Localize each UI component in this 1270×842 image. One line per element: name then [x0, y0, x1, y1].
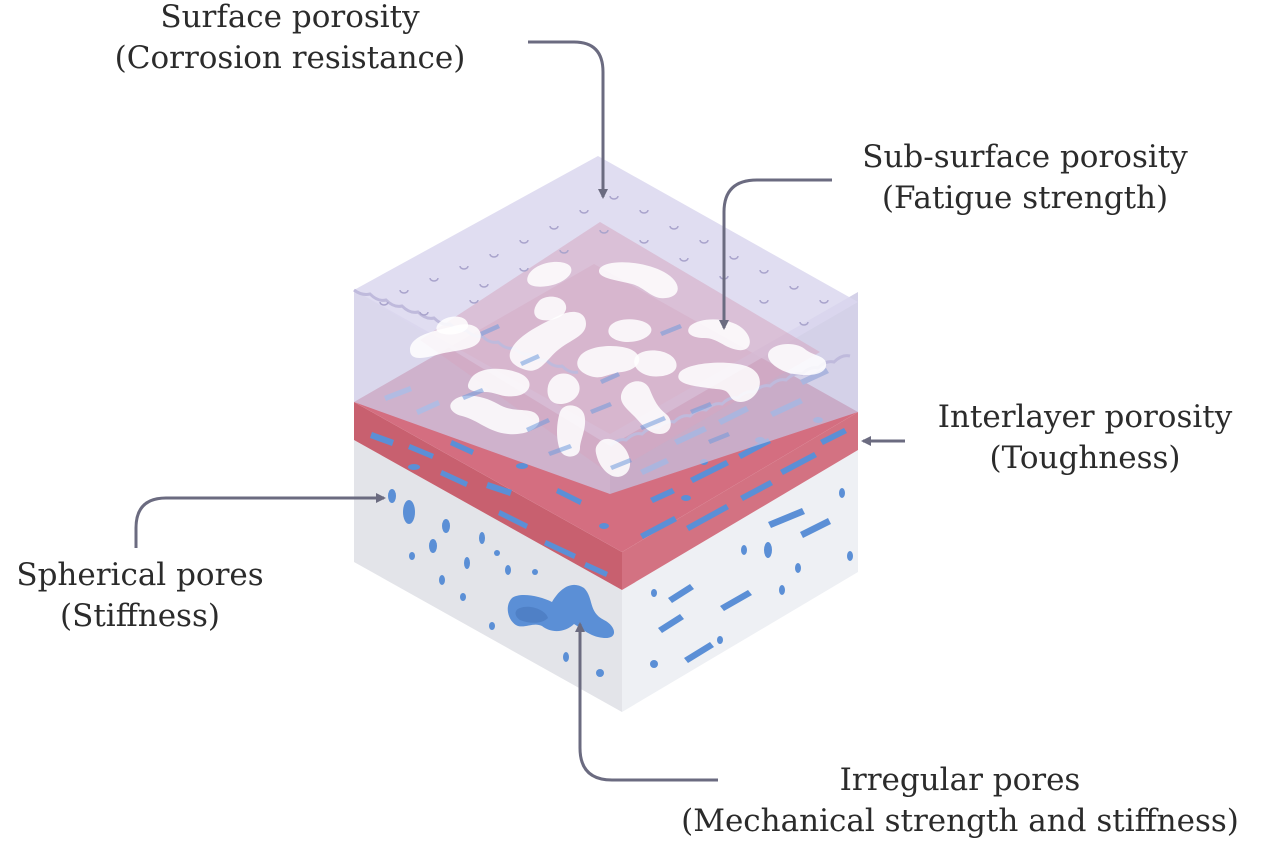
top-blue-pores [462, 324, 730, 470]
irregular-pore [768, 508, 805, 528]
spherical-pore [563, 652, 569, 662]
surface-porosity-label: Surface porosity (Corrosion resistance) [60, 0, 520, 79]
spherical-pore [403, 500, 415, 524]
spherical-pore [494, 550, 500, 556]
irregular-pores-label: Irregular pores (Mechanical strength and… [640, 760, 1270, 842]
surface-porosity-subtitle: (Corrosion resistance) [114, 40, 466, 76]
spherical-pore [429, 539, 437, 553]
surface-dimples [379, 195, 829, 326]
spherical-pore [779, 585, 785, 595]
base-left-face [354, 440, 622, 712]
interlayer-porosity-title: Interlayer porosity [937, 399, 1233, 435]
spherical-pore [464, 557, 470, 569]
irregular-pore [668, 584, 694, 603]
irregular-pores-subtitle: (Mechanical strength and stiffness) [681, 803, 1239, 839]
surface-porosity-arrow [528, 40, 608, 199]
spherical-pore [532, 569, 538, 575]
spherical-pore [460, 593, 466, 601]
spherical-pore [839, 488, 845, 498]
spherical-pores-title: Spherical pores [16, 557, 264, 593]
irregular-pore [800, 518, 831, 538]
spherical-pores-arrow [134, 493, 386, 548]
subsurface-porosity-arrow [719, 178, 832, 330]
base-pores [388, 488, 853, 677]
subsurface-porosity-title: Sub-surface porosity [862, 139, 1188, 175]
spherical-pore [388, 489, 396, 503]
spherical-pore [847, 551, 853, 561]
irregular-pores-title: Irregular pores [839, 762, 1081, 798]
subsurface-porosity-subtitle: (Fatigue strength) [881, 180, 1169, 216]
spherical-pores-subtitle: (Stiffness) [60, 598, 220, 634]
spherical-pore [439, 575, 445, 585]
subsurface-pores [410, 261, 827, 477]
subsurface-porosity-label: Sub-surface porosity (Fatigue strength) [815, 137, 1235, 219]
leader-lines [134, 40, 905, 782]
irregular-pore [507, 584, 615, 638]
spherical-pores-label: Spherical pores (Stiffness) [0, 555, 290, 637]
spherical-pore [650, 660, 658, 668]
spherical-pore [741, 545, 747, 555]
spherical-pore [505, 565, 511, 575]
surface-porosity-title: Surface porosity [160, 0, 420, 35]
interlayer-porosity-label: Interlayer porosity (Toughness) [905, 397, 1265, 479]
spherical-pore [442, 519, 450, 533]
interlayer-porosity-subtitle: (Toughness) [989, 440, 1181, 476]
interlayer-right-face [622, 412, 858, 590]
spherical-pore [489, 622, 495, 630]
spherical-pore [479, 532, 485, 544]
spherical-pore [795, 563, 801, 573]
spherical-pore [651, 589, 657, 597]
irregular-pores-arrow [575, 622, 718, 782]
spherical-pore [596, 669, 604, 677]
spherical-pore [717, 636, 723, 644]
irregular-pore [720, 590, 752, 611]
spherical-pore [409, 552, 415, 560]
irregular-pore [515, 606, 548, 623]
irregular-pore [684, 642, 714, 663]
spherical-pore [764, 542, 772, 558]
irregular-pore [658, 614, 684, 633]
